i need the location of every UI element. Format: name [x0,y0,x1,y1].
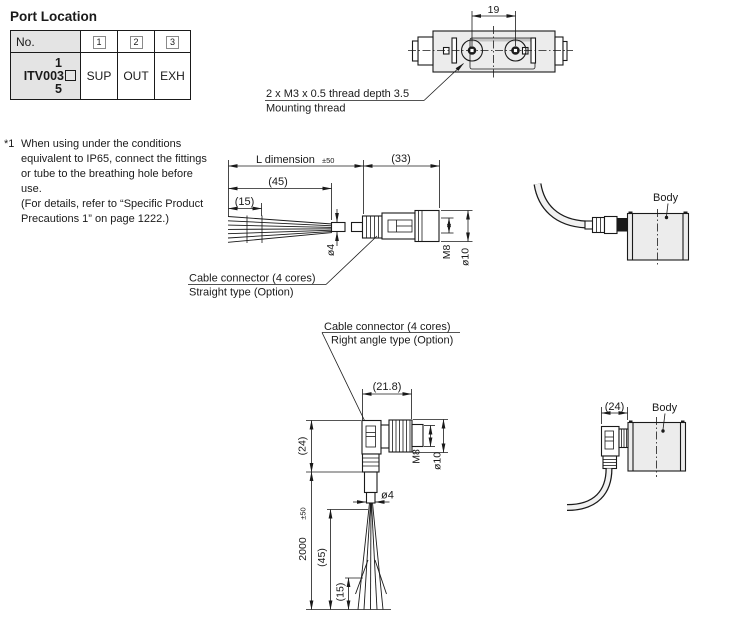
body-callout: Body [653,192,679,220]
cable-connector-label: Cable connector (4 cores) [189,273,316,285]
dim-d10-ra: ø10 [413,419,448,470]
right-angle-connector [361,419,424,504]
straight-type-drawing: L dimension ±50 (33) (45) (15) ø [188,153,473,299]
port-number-box: 2 [129,35,143,49]
mounting-thread-callout: 2 x M3 x 0.5 thread depth 3.5 Mounting t… [265,63,464,115]
port-number-box: 3 [166,35,179,49]
body-label: Body [653,192,679,204]
right-end-cap [554,36,564,66]
port-location-table: No. 1 2 3 1 ITV003 5 SUP OUT EXH [10,30,191,100]
right-angle-body-drawing: (24) [566,401,687,511]
right-angle-type-label: Right angle type (Option) [331,335,453,347]
dim-m8: M8 [441,217,454,260]
model-variant-top: 1 [55,55,62,70]
dim-24-text: (24) [297,437,309,456]
dim-m8-text: M8 [441,245,453,260]
left-end-cap [417,36,434,66]
plug-sleeve [584,220,594,230]
straight-connector-callout: Cable connector (4 cores) Straight type … [188,235,378,299]
body-label: Body [652,402,678,414]
dim-33-text: (33) [391,153,411,165]
regulator-body [626,212,690,261]
dim-19-text: 19 [488,4,500,16]
model-number: 1 ITV003 5 [11,53,80,99]
table-data-row: 1 ITV003 5 SUP OUT EXH [10,52,191,100]
footnote-marker: *1 [4,138,15,150]
dim-2000-text: 2000 [297,537,309,561]
cable-connector-label: Cable connector (4 cores) [324,321,451,333]
dim-15-text: (15) [335,583,347,602]
model-variant-bottom: 5 [55,81,62,96]
cable [566,468,612,510]
dim-d10-text: ø10 [432,452,444,470]
column-header-no: No. [10,30,81,53]
dim-2000: 2000 ±50 [297,471,391,610]
dim-21-8-text: (21.8) [373,381,402,393]
plug-socket [617,218,628,232]
thread-label: 2 x M3 x 0.5 thread depth 3.5 [266,88,409,100]
footnote: *1 When using under the conditions equiv… [4,137,212,227]
dim-15-text: (15) [235,196,255,208]
dim-21-8: (21.8) [362,381,412,420]
straight-type-label: Straight type (Option) [189,287,294,299]
right-angle-callout: Cable connector (4 cores) Right angle ty… [321,321,460,422]
dim-l-tolerance: ±50 [322,156,334,165]
dim-19: 19 [471,4,516,46]
straight-body-drawing: Body [533,183,690,265]
top-view-drawing: 19 2 x M3 x 0.5 thread depth 3.5 Mountin… [265,4,573,115]
dim-d10: ø10 [441,210,473,266]
dim-33: (33) [363,153,440,208]
cable [534,183,587,228]
straight-connector [330,209,440,243]
mounting-thread-label: Mounting thread [266,103,346,115]
footnote-text: When using under the conditions equivale… [21,137,212,227]
plug-rings [591,216,606,234]
dim-45-text: (45) [268,176,288,188]
dim-d4-ra: ø4 [353,490,394,504]
dim-45-text: (45) [316,548,328,567]
model-option-box-icon [65,69,76,81]
dim-2000-tolerance: ±50 [299,507,308,519]
port-cell-exh: EXH [154,52,191,100]
footnote-line-1: When using under the conditions equivale… [21,138,207,195]
column-header-port2: 2 [117,30,155,53]
plug-nut [603,215,618,235]
dim-15-ra: (15) [335,577,363,610]
dim-m8-text: M8 [411,449,423,464]
dim-d4-text: ø4 [325,244,337,256]
dim-d10-text: ø10 [460,248,472,266]
dim-d4-text: ø4 [381,490,394,502]
page-title: Port Location [10,9,97,24]
port-cell-out: OUT [117,52,155,100]
dim-24-ra: (24) [297,420,364,473]
model-cell: 1 ITV003 5 [10,52,81,100]
right-end-tip [562,40,568,62]
wire-bundle [227,215,333,243]
dim-15: (15) [228,196,262,216]
dim-l-text: L dimension [256,154,315,166]
dim-45: (45) [228,176,332,220]
recess-top-band [470,38,535,42]
left-end-tip [411,40,419,62]
footnote-line-2: (For details, refer to “Specific Product… [21,198,204,225]
right-angle-type-drawing: Cable connector (4 cores) Right angle ty… [297,321,460,610]
device-body [432,30,556,73]
wire-fan [355,502,387,610]
port-number-box: 1 [92,35,106,49]
body-callout: Body [652,402,678,433]
dim-24-text: (24) [605,401,625,413]
dim-24-body: (24) [601,401,628,424]
column-header-port3: 3 [154,30,191,53]
port-cell-sup: SUP [80,52,118,100]
model-base: ITV003 [11,69,80,83]
ra-plug [600,425,629,470]
dim-45-ra: (45) [316,509,368,610]
dim-d4: ø4 [325,209,339,256]
table-header-row: No. 1 2 3 [10,30,191,53]
